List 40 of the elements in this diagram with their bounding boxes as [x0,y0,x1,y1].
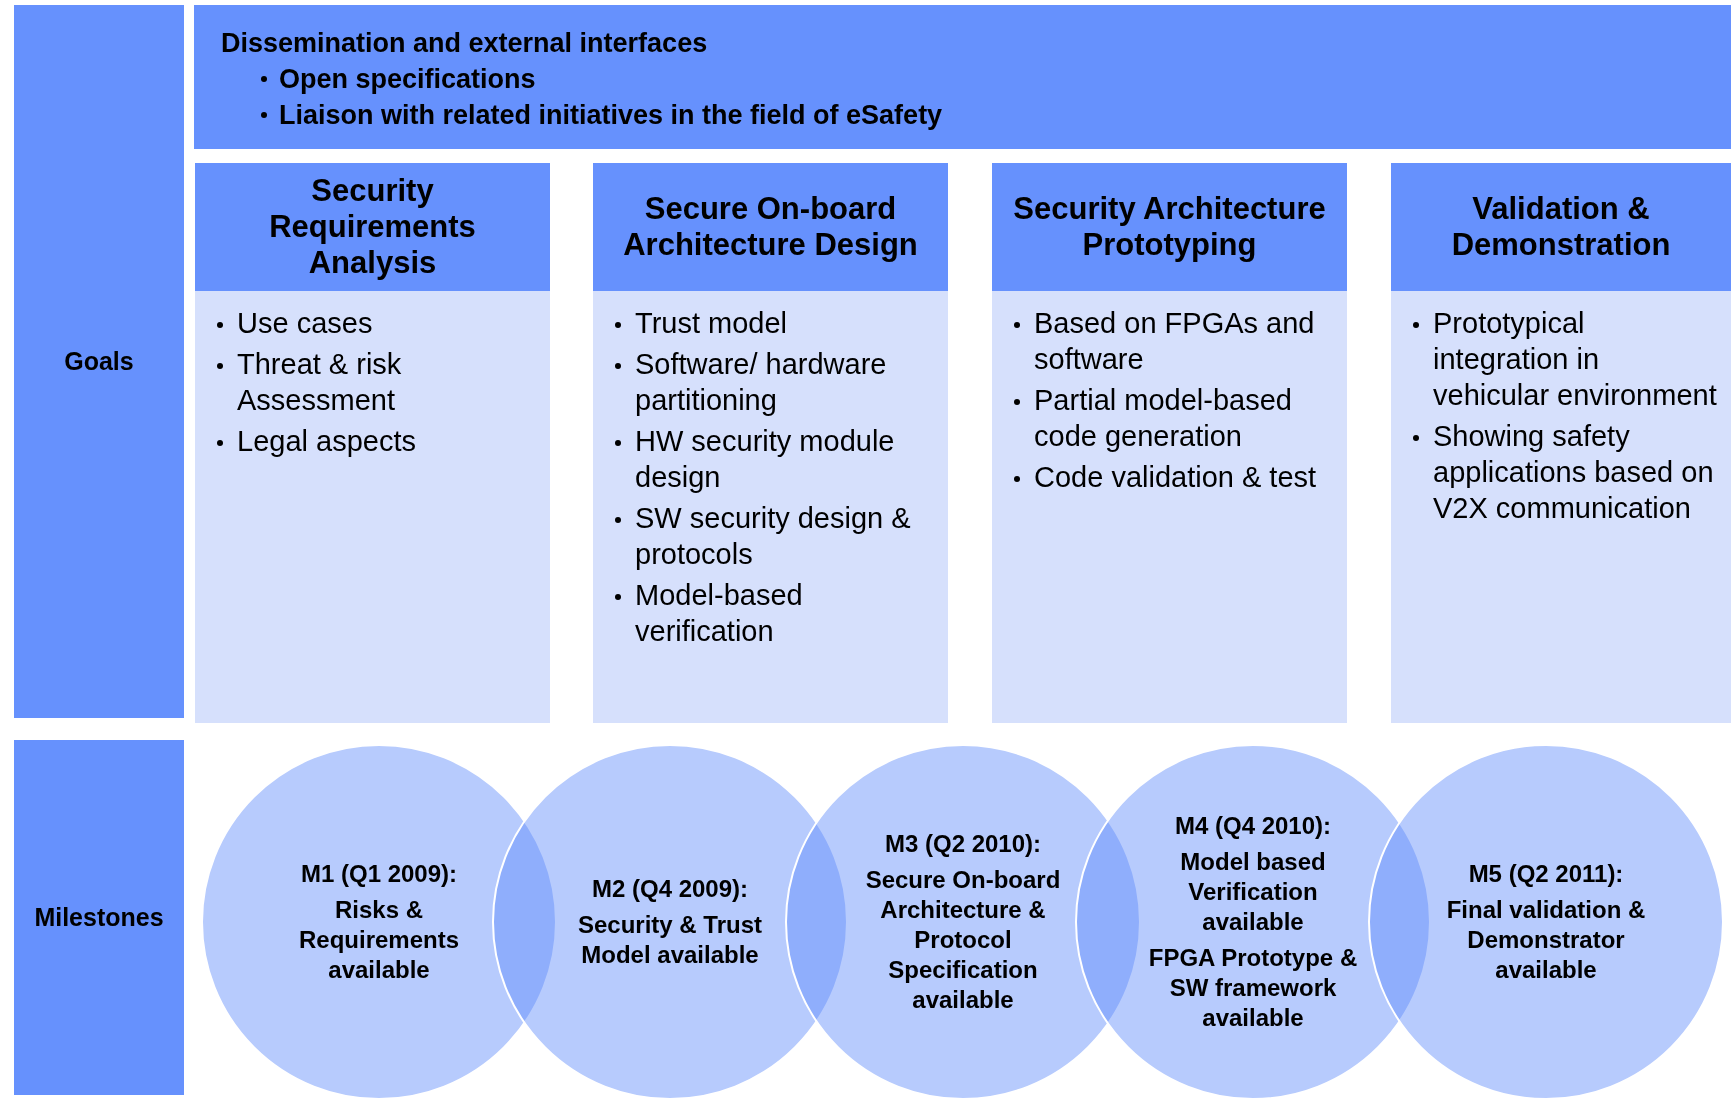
milestone-description: Secure On-board Architecture & Protocol Specification available [865,865,1061,1015]
bullet-item: Prototypical integration in vehicular environment [1409,305,1719,413]
milestone-description: Final validation & Demonstrator available [1445,895,1647,985]
milestone-title: M1 (Q1 2009): [300,859,458,889]
column-heading: Validation & Demonstration [1450,191,1672,263]
row-label-bar [14,740,184,1095]
bullet-item: Use cases [213,305,538,341]
bullet-item: Model-based verification [611,577,936,649]
milestone-title: M5 (Q2 2011): [1468,859,1624,889]
bullet-item: Based on FPGAs and software [1010,305,1335,377]
bullet-item: Trust model [611,305,936,341]
milestone-description: FPGA Prototype & SW framework available [1147,943,1359,1033]
column-heading: Security Requirements Analysis [268,173,477,281]
milestone-description: Risks & Requirements available [297,895,460,985]
bullet-item: HW security module design [611,423,936,495]
bullet-item: Software/ hardware partitioning [611,346,936,418]
bullet-item: Partial model-based code generation [1010,382,1335,454]
row-label: Goals [64,347,134,376]
bullet-item: Code validation & test [1010,459,1335,495]
milestone-title: M3 (Q2 2010): [884,829,1042,859]
column-heading: Security Architecture Prototyping [1012,191,1327,263]
column-heading: Secure On-board Architecture Design [622,191,919,263]
bullet-item: Open specifications [257,64,536,94]
band-heading: Dissemination and external interfaces [221,28,708,58]
bullet-item: Showing safety applications based on V2X communication [1409,418,1719,526]
goal-column-panel [992,163,1347,723]
header-band [194,5,1731,149]
goal-column-panel [1391,163,1731,723]
bullet-item: Legal aspects [213,423,538,459]
milestone-title: M4 (Q4 2010): [1174,811,1332,841]
milestone-title: M2 (Q4 2009): [591,874,749,904]
bullet-item: Threat & risk Assessment [213,346,538,418]
goal-column-panel [195,163,550,723]
milestone-description: Security & Trust Model available [576,910,764,970]
goal-column-panel [593,163,948,723]
row-label-bar [14,5,184,718]
bullet-item: Liaison with related initiatives in the field of eSafety [257,100,943,130]
bullet-item: SW security design & protocols [611,500,936,572]
row-label: Milestones [34,903,164,932]
milestone-description: Model based Verification available [1179,847,1327,937]
